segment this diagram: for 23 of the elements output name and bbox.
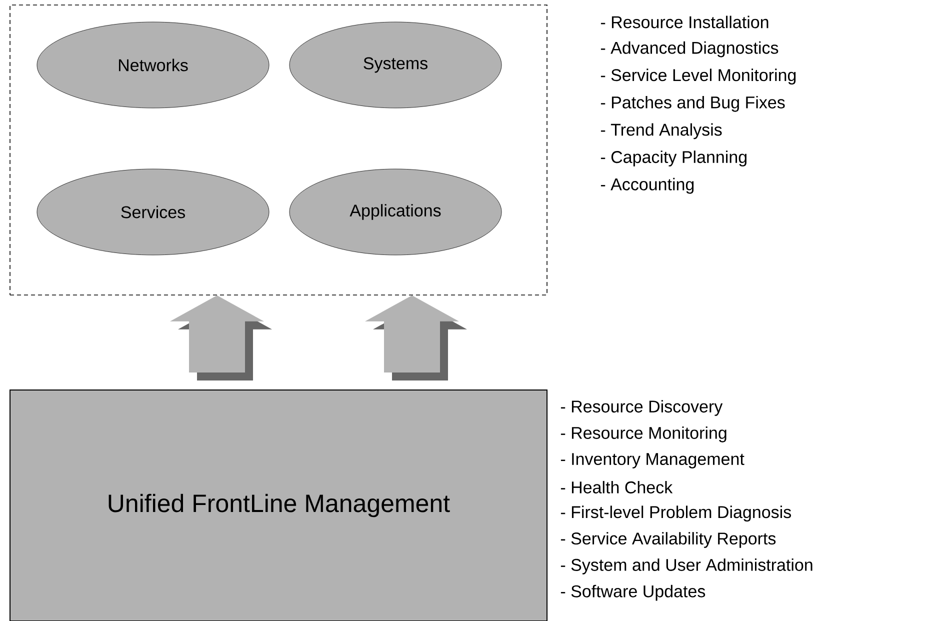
list-item: - Patches and Bug Fixes <box>600 96 785 112</box>
list-item: - Advanced Diagnostics <box>600 41 778 58</box>
list-item: - Service Level Monitoring <box>600 68 796 85</box>
process-box: Unified FrontLine Management <box>10 390 548 621</box>
ellipse-node: Systems <box>289 22 502 108</box>
list-item: - Capacity Planning <box>600 150 746 166</box>
list-item: - Service Availability Reports <box>560 532 776 548</box>
list-item: - Software Updates <box>560 584 706 601</box>
dashed-group-box <box>10 4 548 296</box>
list-item: - Resource Installation <box>600 16 768 28</box>
list-item: - Health Check <box>560 480 673 494</box>
block-arrow <box>170 295 272 380</box>
list-item: - Inventory Management <box>560 453 744 468</box>
list-item: - Trend Analysis <box>600 123 722 140</box>
block-arrow <box>365 295 467 380</box>
ellipse-node: Networks <box>36 22 270 108</box>
list-item: - Accounting <box>600 178 694 194</box>
list-item: - First-level Problem Diagnosis <box>560 506 791 522</box>
list-item: - Resource Monitoring <box>560 426 726 442</box>
ellipse-node: Services <box>36 168 270 256</box>
list-item: - Resource Discovery <box>560 400 723 416</box>
ellipse-node: Applications <box>289 168 502 256</box>
list-item: - System and User Administration <box>560 558 812 574</box>
